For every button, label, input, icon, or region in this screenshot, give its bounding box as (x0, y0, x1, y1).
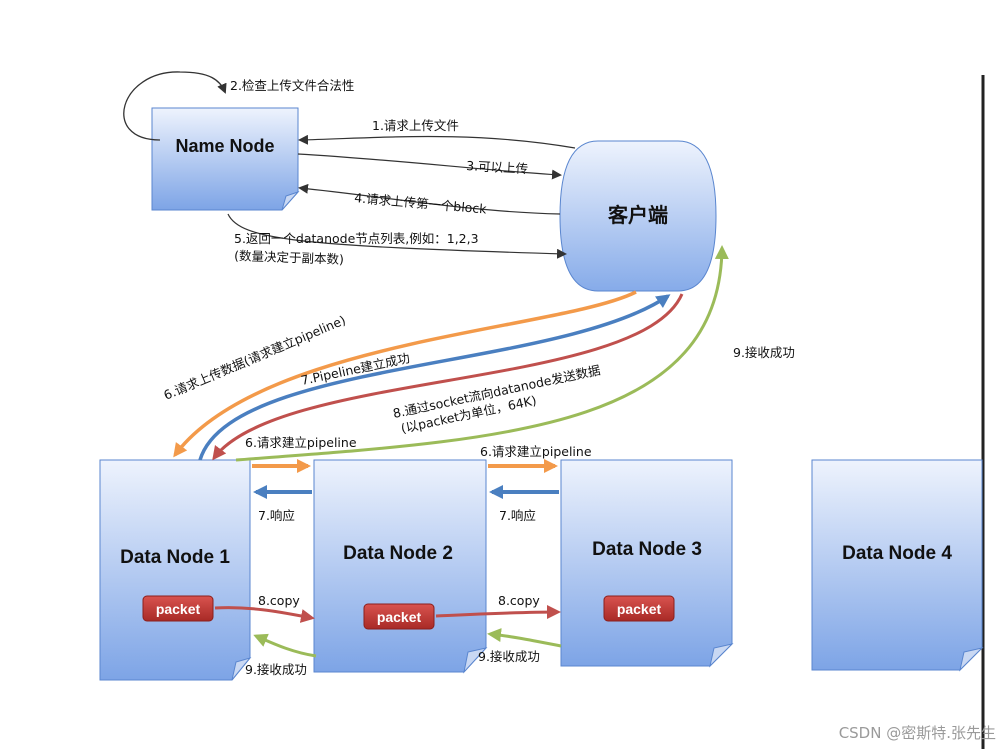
data-node-2-shape (313, 459, 488, 674)
step4-label: 4.请求上传第一个block (354, 190, 488, 217)
recv-dn2-dn1-arrow (253, 633, 317, 658)
step6-client-arrow (173, 290, 637, 458)
step5-line2: (数量决定于副本数) (234, 248, 344, 267)
data-node-2-label: Data Node 2 (343, 543, 453, 564)
step3-arrow (297, 153, 562, 180)
copy-dn2-dn3-arrow (435, 605, 561, 620)
packet-2-label: packet (377, 609, 422, 625)
step1-arrow (298, 134, 576, 149)
client-shape (559, 140, 717, 292)
step7-dn32-label: 7.响应 (499, 508, 536, 523)
step4-arrow (298, 183, 561, 215)
step6-dn23-label: 6.请求建立pipeline (480, 444, 592, 459)
copy-dn1-dn2-arrow (214, 606, 315, 623)
client-label: 客户端 (607, 203, 668, 227)
step5-line1: 5.返回一个datanode节点列表,例如：1,2,3 (234, 231, 479, 246)
step6-client-label: 6.请求上传数据(请求建立pipeline) (161, 312, 348, 403)
ack-32-label: 9.接收成功 (478, 649, 540, 664)
step6-dn12-label: 6.请求建立pipeline (245, 435, 357, 450)
name-node-label: Name Node (175, 136, 274, 156)
ack-21-label: 9.接收成功 (245, 662, 307, 677)
step7-client-arrow (198, 294, 671, 461)
copy-12-label: 8.copy (258, 593, 300, 608)
packet-2: packet (363, 603, 435, 630)
packet-1: packet (142, 595, 214, 622)
step1-label: 1.请求上传文件 (372, 118, 459, 133)
recv-dn3-dn2-arrow (487, 628, 562, 648)
step2-label: 2.检查上传文件合法性 (230, 78, 354, 93)
packet-3: packet (603, 595, 675, 622)
self-check-arrow (123, 71, 227, 141)
packet-1-label: packet (156, 601, 201, 617)
step8-client-arrow (212, 293, 684, 461)
packet-3-label: packet (617, 601, 662, 617)
data-node-4-shape (811, 459, 984, 672)
data-node-1-label: Data Node 1 (120, 547, 230, 568)
step5-arrow (227, 213, 567, 259)
copy-23-label: 8.copy (498, 593, 540, 608)
data-node-3-shape (560, 459, 734, 668)
name-node-shape (151, 107, 300, 211)
data-node-4-label: Data Node 4 (842, 543, 952, 564)
step9-client-label: 9.接收成功 (733, 345, 795, 360)
step7-dn21-label: 7.响应 (258, 508, 295, 523)
step9-client-arrow (235, 245, 729, 462)
data-node-1-shape (99, 459, 252, 681)
data-node-3-label: Data Node 3 (592, 539, 702, 560)
step3-label: 3.可以上传 (466, 158, 529, 176)
watermark: CSDN @密斯特.张先生 (838, 724, 996, 742)
